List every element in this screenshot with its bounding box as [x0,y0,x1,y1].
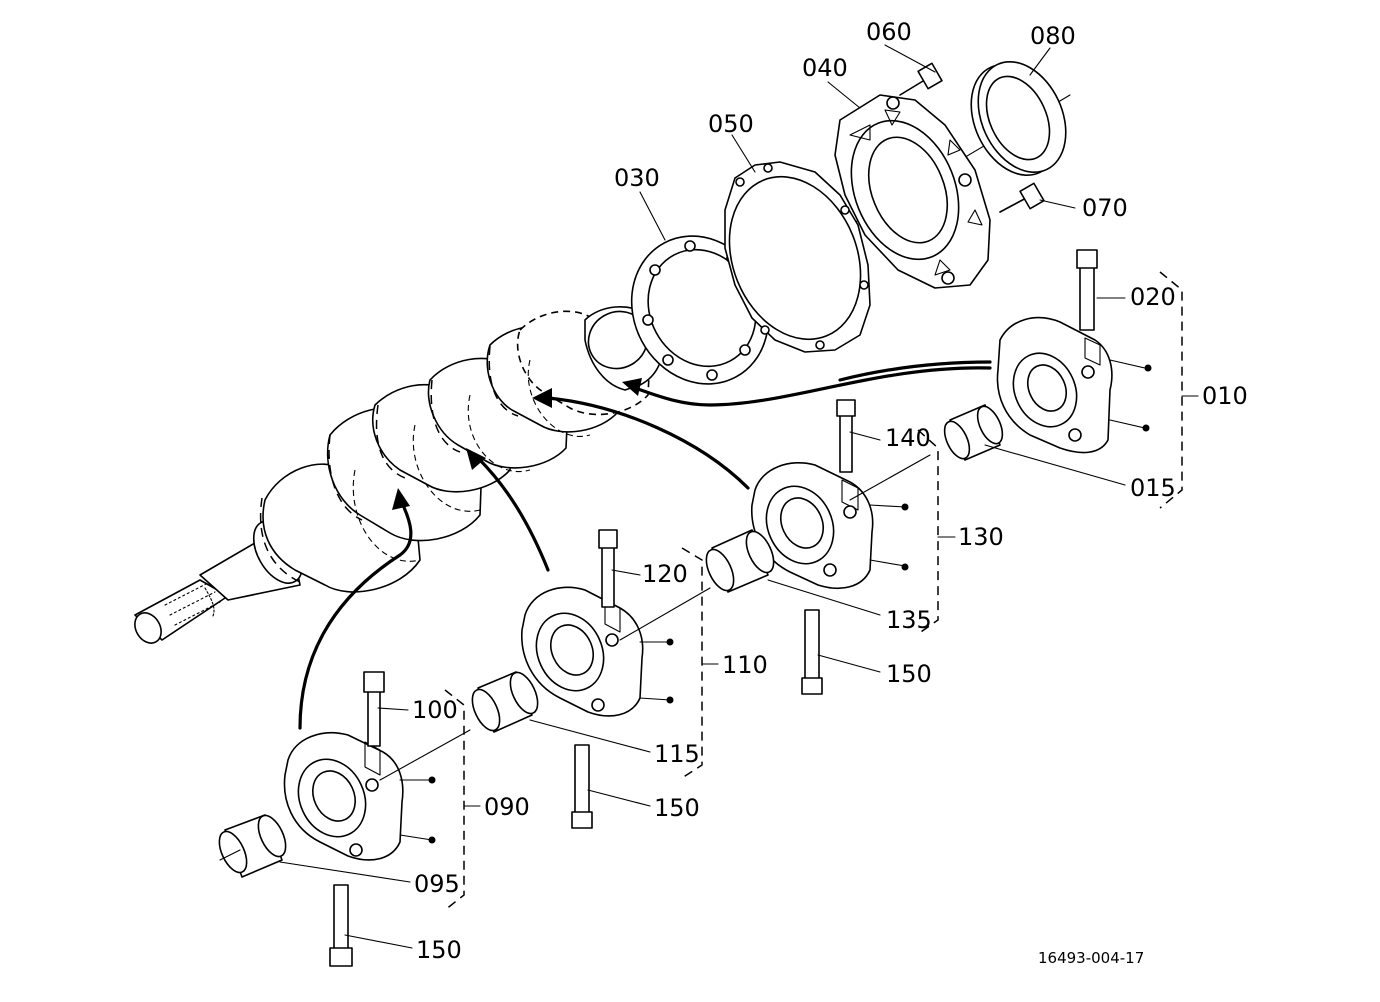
label-110: 110 [722,651,768,679]
group-brackets [444,271,1199,911]
label-150-lower: 150 [416,936,462,964]
label-030: 030 [614,164,660,192]
label-115: 115 [654,740,700,768]
label-150-upper: 150 [886,660,932,688]
label-120: 120 [642,560,688,588]
label-040: 040 [802,54,848,82]
oil-seal-080 [970,60,1067,177]
bolt-100 [363,671,385,747]
gasket-050 [724,161,871,353]
reference-dots [428,364,1152,844]
bearing-case-130 [751,461,874,590]
screw-070 [999,182,1045,213]
label-100: 100 [412,696,458,724]
bearing-case-010 [996,316,1113,454]
label-140: 140 [885,424,931,452]
drawing-code: 16493-004-17 [1038,949,1144,967]
bearing-case-090 [283,731,404,861]
assembly-arrows [298,360,992,730]
bearing-015 [943,404,1004,461]
label-020: 020 [1130,283,1176,311]
bolt-020 [1076,249,1098,331]
label-135: 135 [886,606,932,634]
screw-060 [899,62,943,96]
label-050: 050 [708,110,754,138]
label-090: 090 [484,793,530,821]
label-015: 015 [1130,474,1176,502]
arrow-110-to-crank [476,456,550,572]
label-010: 010 [1202,382,1248,410]
bolt-140 [836,399,856,473]
label-080: 080 [1030,22,1076,50]
bearing-case-110 [521,586,644,717]
bearing-135 [705,529,775,593]
part-labels: 060 080 040 050 030 070 020 010 140 015 … [412,18,1248,967]
label-095: 095 [414,870,460,898]
bearing-095 [218,814,287,878]
arrow-090-to-crank [298,501,413,730]
label-060: 060 [866,18,912,46]
arrow-010-to-crank [633,366,992,407]
label-070: 070 [1082,194,1128,222]
leader-lines [219,44,1146,949]
seal-housing-040 [834,94,991,289]
bearing-115 [471,671,539,733]
arrow-130-to-crank [546,396,750,490]
label-130: 130 [958,523,1004,551]
bolt-150-110 [571,744,593,829]
bolt-150-090 [329,884,353,967]
bolt-120 [598,529,618,608]
bolt-150-130 [801,609,823,695]
label-150-middle: 150 [654,794,700,822]
